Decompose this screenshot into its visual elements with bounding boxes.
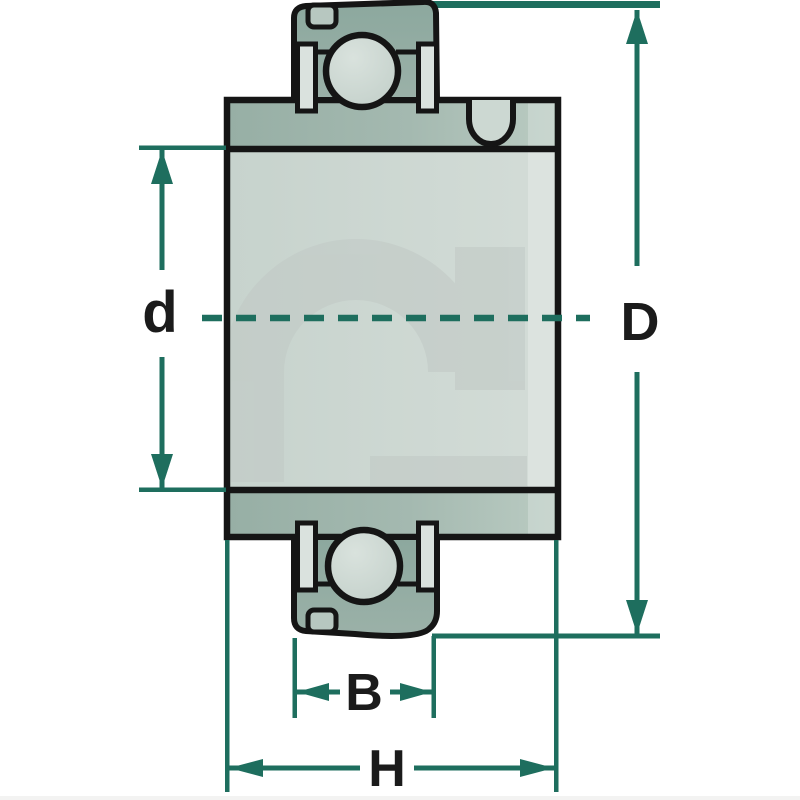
dimension-d-tick-bottom: [139, 487, 226, 492]
arrow-left-icon: [297, 683, 329, 701]
arrow-down-icon: [626, 600, 648, 634]
ball-top: [322, 31, 402, 111]
arrow-right-icon: [520, 759, 554, 777]
outer-ring-top-assembly: [291, 0, 441, 114]
outer-ring-bottom-assembly: [291, 520, 440, 639]
dimension-d-line-upper: [159, 150, 165, 270]
dimension-D-extension-top: [420, 1, 660, 8]
grub-screw-bottom: [305, 607, 339, 635]
arrow-up-icon: [151, 150, 173, 184]
bottom-edge-artifact: [0, 796, 800, 800]
dimension-B-extension-right: [431, 636, 436, 718]
lube-notch: [466, 100, 516, 147]
dimension-B-extension-left: [292, 638, 297, 718]
grub-screw-top: [305, 2, 339, 30]
dimension-H-label: H: [368, 740, 406, 798]
arrow-left-icon: [229, 759, 263, 777]
dimension-d-label: d: [142, 280, 177, 345]
dimension-D-extension-bottom: [432, 633, 660, 639]
ball-bottom: [324, 526, 404, 606]
dimension-lines: [139, 10, 660, 792]
dimension-H-line-right: [414, 765, 554, 771]
dimension-H-extension-right: [554, 540, 559, 792]
dimension-D-label: D: [621, 292, 660, 352]
watermark-g: [231, 239, 527, 486]
dimension-H-line-left: [229, 765, 360, 771]
dimension-D-line-lower: [634, 372, 640, 634]
inner-ring-bottom-band: [230, 487, 555, 534]
arrow-up-icon: [626, 10, 648, 44]
dimension-B-label: B: [345, 664, 383, 722]
dimension-d-line-lower: [159, 357, 165, 488]
arrow-down-icon: [151, 454, 173, 488]
inner-ring-section: [223, 96, 562, 541]
arrow-right-icon: [400, 683, 432, 701]
seal-top-left: [295, 41, 318, 114]
dimension-H-extension-left: [225, 540, 230, 792]
dimension-d-tick-top: [139, 145, 226, 150]
dimension-D-line-upper: [634, 10, 640, 266]
seal-bottom-left: [295, 520, 318, 593]
seal-bottom-right: [416, 520, 439, 593]
seal-top-right: [416, 41, 439, 114]
